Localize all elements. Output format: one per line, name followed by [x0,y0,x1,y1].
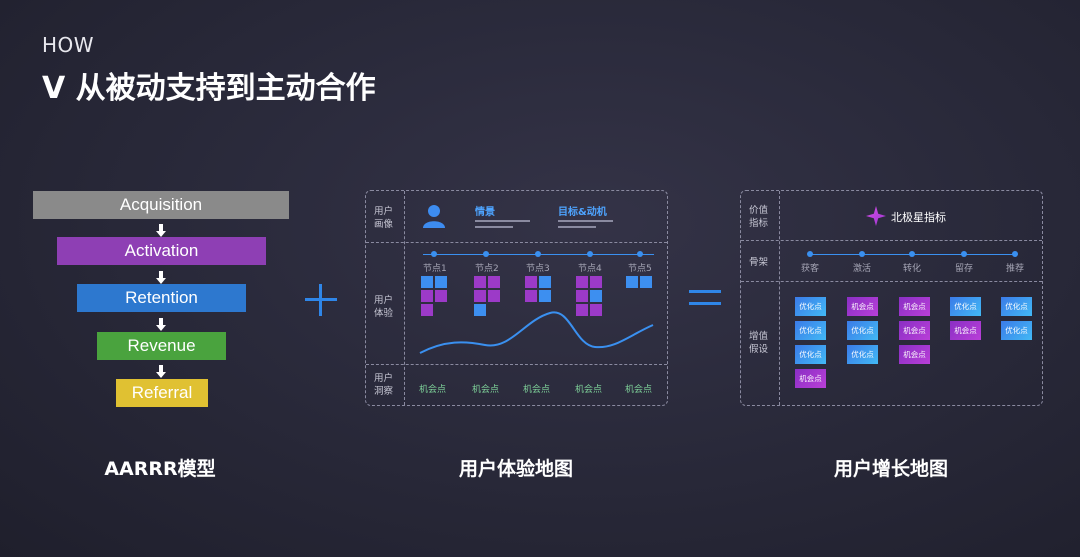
optimize-tag: 优化点 [847,321,878,340]
kicker: HOW [42,33,95,57]
optimize-tag: 优化点 [795,345,826,364]
row-label-persona: 用户画像 [374,206,394,230]
goal-line [558,220,613,222]
row-label-experience: 用户体验 [374,295,394,319]
experience-curve [419,311,654,354]
growth-map-caption: 用户增长地图 [833,458,948,480]
opportunity-label: 机会点 [575,385,603,395]
arrow-down-icon [156,365,166,378]
page-title: V 从被动支持到主动合作 [42,71,376,106]
stage-label: 获客 [801,264,820,274]
node-label: 节点2 [475,264,499,274]
growth-divider [741,281,1042,282]
node-label: 节点1 [423,264,447,274]
opportunity-tag: 机会点 [899,345,930,364]
growth-map [740,190,1043,406]
opportunity-tag: 机会点 [899,297,930,316]
ux-divider [404,191,405,405]
optimize-tag: 优化点 [1001,321,1032,340]
stage-label: 推荐 [1006,264,1025,274]
opportunity-label: 机会点 [523,385,551,395]
ux-map-caption: 用户体验地图 [458,458,573,480]
ux-divider [366,364,667,365]
optimize-tag: 优化点 [950,297,981,316]
opportunity-tag: 机会点 [950,321,981,340]
journey-dot [587,251,593,257]
opportunity-label: 机会点 [625,385,653,395]
growth-dot [859,251,865,257]
journey-dot [483,251,489,257]
scene-line [475,226,513,228]
stage-label: 留存 [955,264,974,274]
scene-line [475,220,530,222]
optimize-tag: 优化点 [1001,297,1032,316]
equals-icon [689,288,721,310]
goal-label: 目标&动机 [558,207,607,218]
funnel-stage-revenue: Revenue [97,332,226,360]
stage-label: 激活 [853,264,872,274]
node-label: 节点3 [526,264,550,274]
opportunity-label: 机会点 [419,385,447,395]
row-label-hypothesis: 增值假设 [749,331,769,355]
funnel-stage-acquisition: Acquisition [33,191,289,219]
node-label: 节点4 [578,264,602,274]
arrow-down-icon [156,271,166,284]
ux-map [365,190,668,406]
optimize-tag: 优化点 [795,321,826,340]
optimize-tag: 优化点 [847,345,878,364]
row-label-skeleton: 骨架 [749,257,769,268]
journey-dot [431,251,437,257]
growth-divider [741,240,1042,241]
journey-dot [637,251,643,257]
stage-label: 转化 [903,264,922,274]
journey-dot [535,251,541,257]
node-label: 节点5 [628,264,652,274]
aarrr-caption: AARRR模型 [104,458,216,480]
growth-dot [909,251,915,257]
north-star-label: 北极星指标 [891,211,946,224]
funnel-stage-retention: Retention [77,284,246,312]
plus-icon [305,284,337,316]
scene-label: 情景 [475,207,495,218]
row-label-value: 价值指标 [749,205,769,229]
growth-dot [1012,251,1018,257]
opportunity-label: 机会点 [472,385,500,395]
goal-line [558,226,596,228]
star-icon [866,206,886,226]
optimize-tag: 优化点 [795,297,826,316]
opportunity-tag: 机会点 [847,297,878,316]
arrow-down-icon [156,318,166,331]
growth-dot [961,251,967,257]
opportunity-tag: 机会点 [899,321,930,340]
growth-divider [779,191,780,405]
funnel-stage-referral: Referral [116,379,208,407]
opportunity-tag: 机会点 [795,369,826,388]
funnel-stage-activation: Activation [57,237,266,265]
user-icon [423,205,445,228]
arrow-down-icon [156,224,166,237]
row-label-insight: 用户洞察 [374,373,394,397]
growth-dot [807,251,813,257]
ux-divider [366,242,667,243]
